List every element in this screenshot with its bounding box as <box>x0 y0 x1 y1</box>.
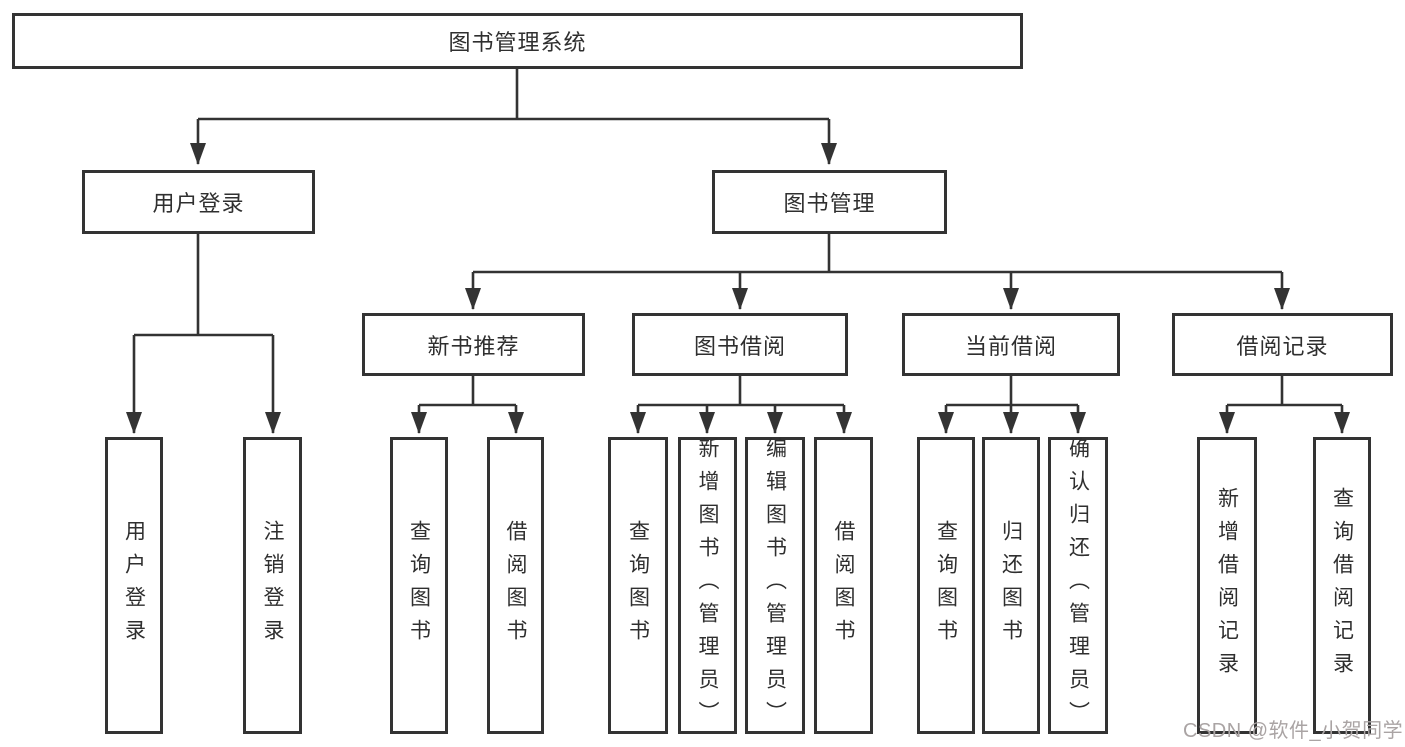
node-leaf-return-books: 归还图书 <box>982 437 1040 734</box>
node-leaf-borrow-books-2: 借阅图书 <box>814 437 873 734</box>
node-leaf-query-borrow-record-label: 查询借阅记录 <box>1330 486 1354 685</box>
node-leaf-confirm-return-admin: 确认归还（管理员） <box>1048 437 1108 734</box>
node-leaf-user-login: 用户登录 <box>105 437 163 734</box>
node-leaf-add-borrow-record: 新增借阅记录 <box>1197 437 1257 734</box>
node-new-book-recommend-label: 新书推荐 <box>427 333 520 359</box>
watermark: CSDN @软件_小贺同学 <box>1183 720 1404 742</box>
node-borrow-records-label: 借阅记录 <box>1236 333 1329 359</box>
node-leaf-query-books-2-label: 查询图书 <box>626 519 650 652</box>
node-leaf-add-books-admin-label: 新增图书（管理员） <box>696 437 719 734</box>
node-leaf-user-login-label: 用户登录 <box>122 519 146 652</box>
node-leaf-query-books-3: 查询图书 <box>917 437 975 734</box>
node-book-borrow: 图书借阅 <box>632 313 848 376</box>
node-leaf-query-books-2: 查询图书 <box>608 437 668 734</box>
node-leaf-query-borrow-record: 查询借阅记录 <box>1313 437 1371 734</box>
node-leaf-query-books-1-label: 查询图书 <box>407 519 431 652</box>
node-new-book-recommend: 新书推荐 <box>362 313 585 376</box>
node-current-borrow-label: 当前借阅 <box>964 333 1057 359</box>
node-leaf-edit-books-admin: 编辑图书（管理员） <box>745 437 805 734</box>
node-leaf-add-books-admin: 新增图书（管理员） <box>678 437 737 734</box>
node-leaf-confirm-return-admin-label: 确认归还（管理员） <box>1066 437 1090 734</box>
node-leaf-edit-books-admin-label: 编辑图书（管理员） <box>763 437 787 734</box>
node-borrow-records: 借阅记录 <box>1172 313 1393 376</box>
node-leaf-borrow-books-1: 借阅图书 <box>487 437 544 734</box>
node-user-login-group-label: 用户登录 <box>152 191 245 216</box>
node-user-login-group: 用户登录 <box>82 170 315 234</box>
node-leaf-borrow-books-2-label: 借阅图书 <box>832 519 855 652</box>
node-library-system-label: 图书管理系统 <box>448 30 587 55</box>
node-leaf-add-borrow-record-label: 新增借阅记录 <box>1215 486 1239 685</box>
node-leaf-return-books-label: 归还图书 <box>999 519 1023 652</box>
node-book-management: 图书管理 <box>712 170 947 234</box>
node-book-borrow-label: 图书借阅 <box>693 333 786 359</box>
node-book-management-label: 图书管理 <box>783 191 876 216</box>
node-library-system: 图书管理系统 <box>12 13 1023 69</box>
node-leaf-logout-label: 注销登录 <box>261 519 284 652</box>
node-leaf-logout: 注销登录 <box>243 437 302 734</box>
node-current-borrow: 当前借阅 <box>902 313 1120 376</box>
node-leaf-query-books-3-label: 查询图书 <box>934 519 958 652</box>
node-leaf-query-books-1: 查询图书 <box>390 437 448 734</box>
node-leaf-borrow-books-1-label: 借阅图书 <box>504 519 527 652</box>
